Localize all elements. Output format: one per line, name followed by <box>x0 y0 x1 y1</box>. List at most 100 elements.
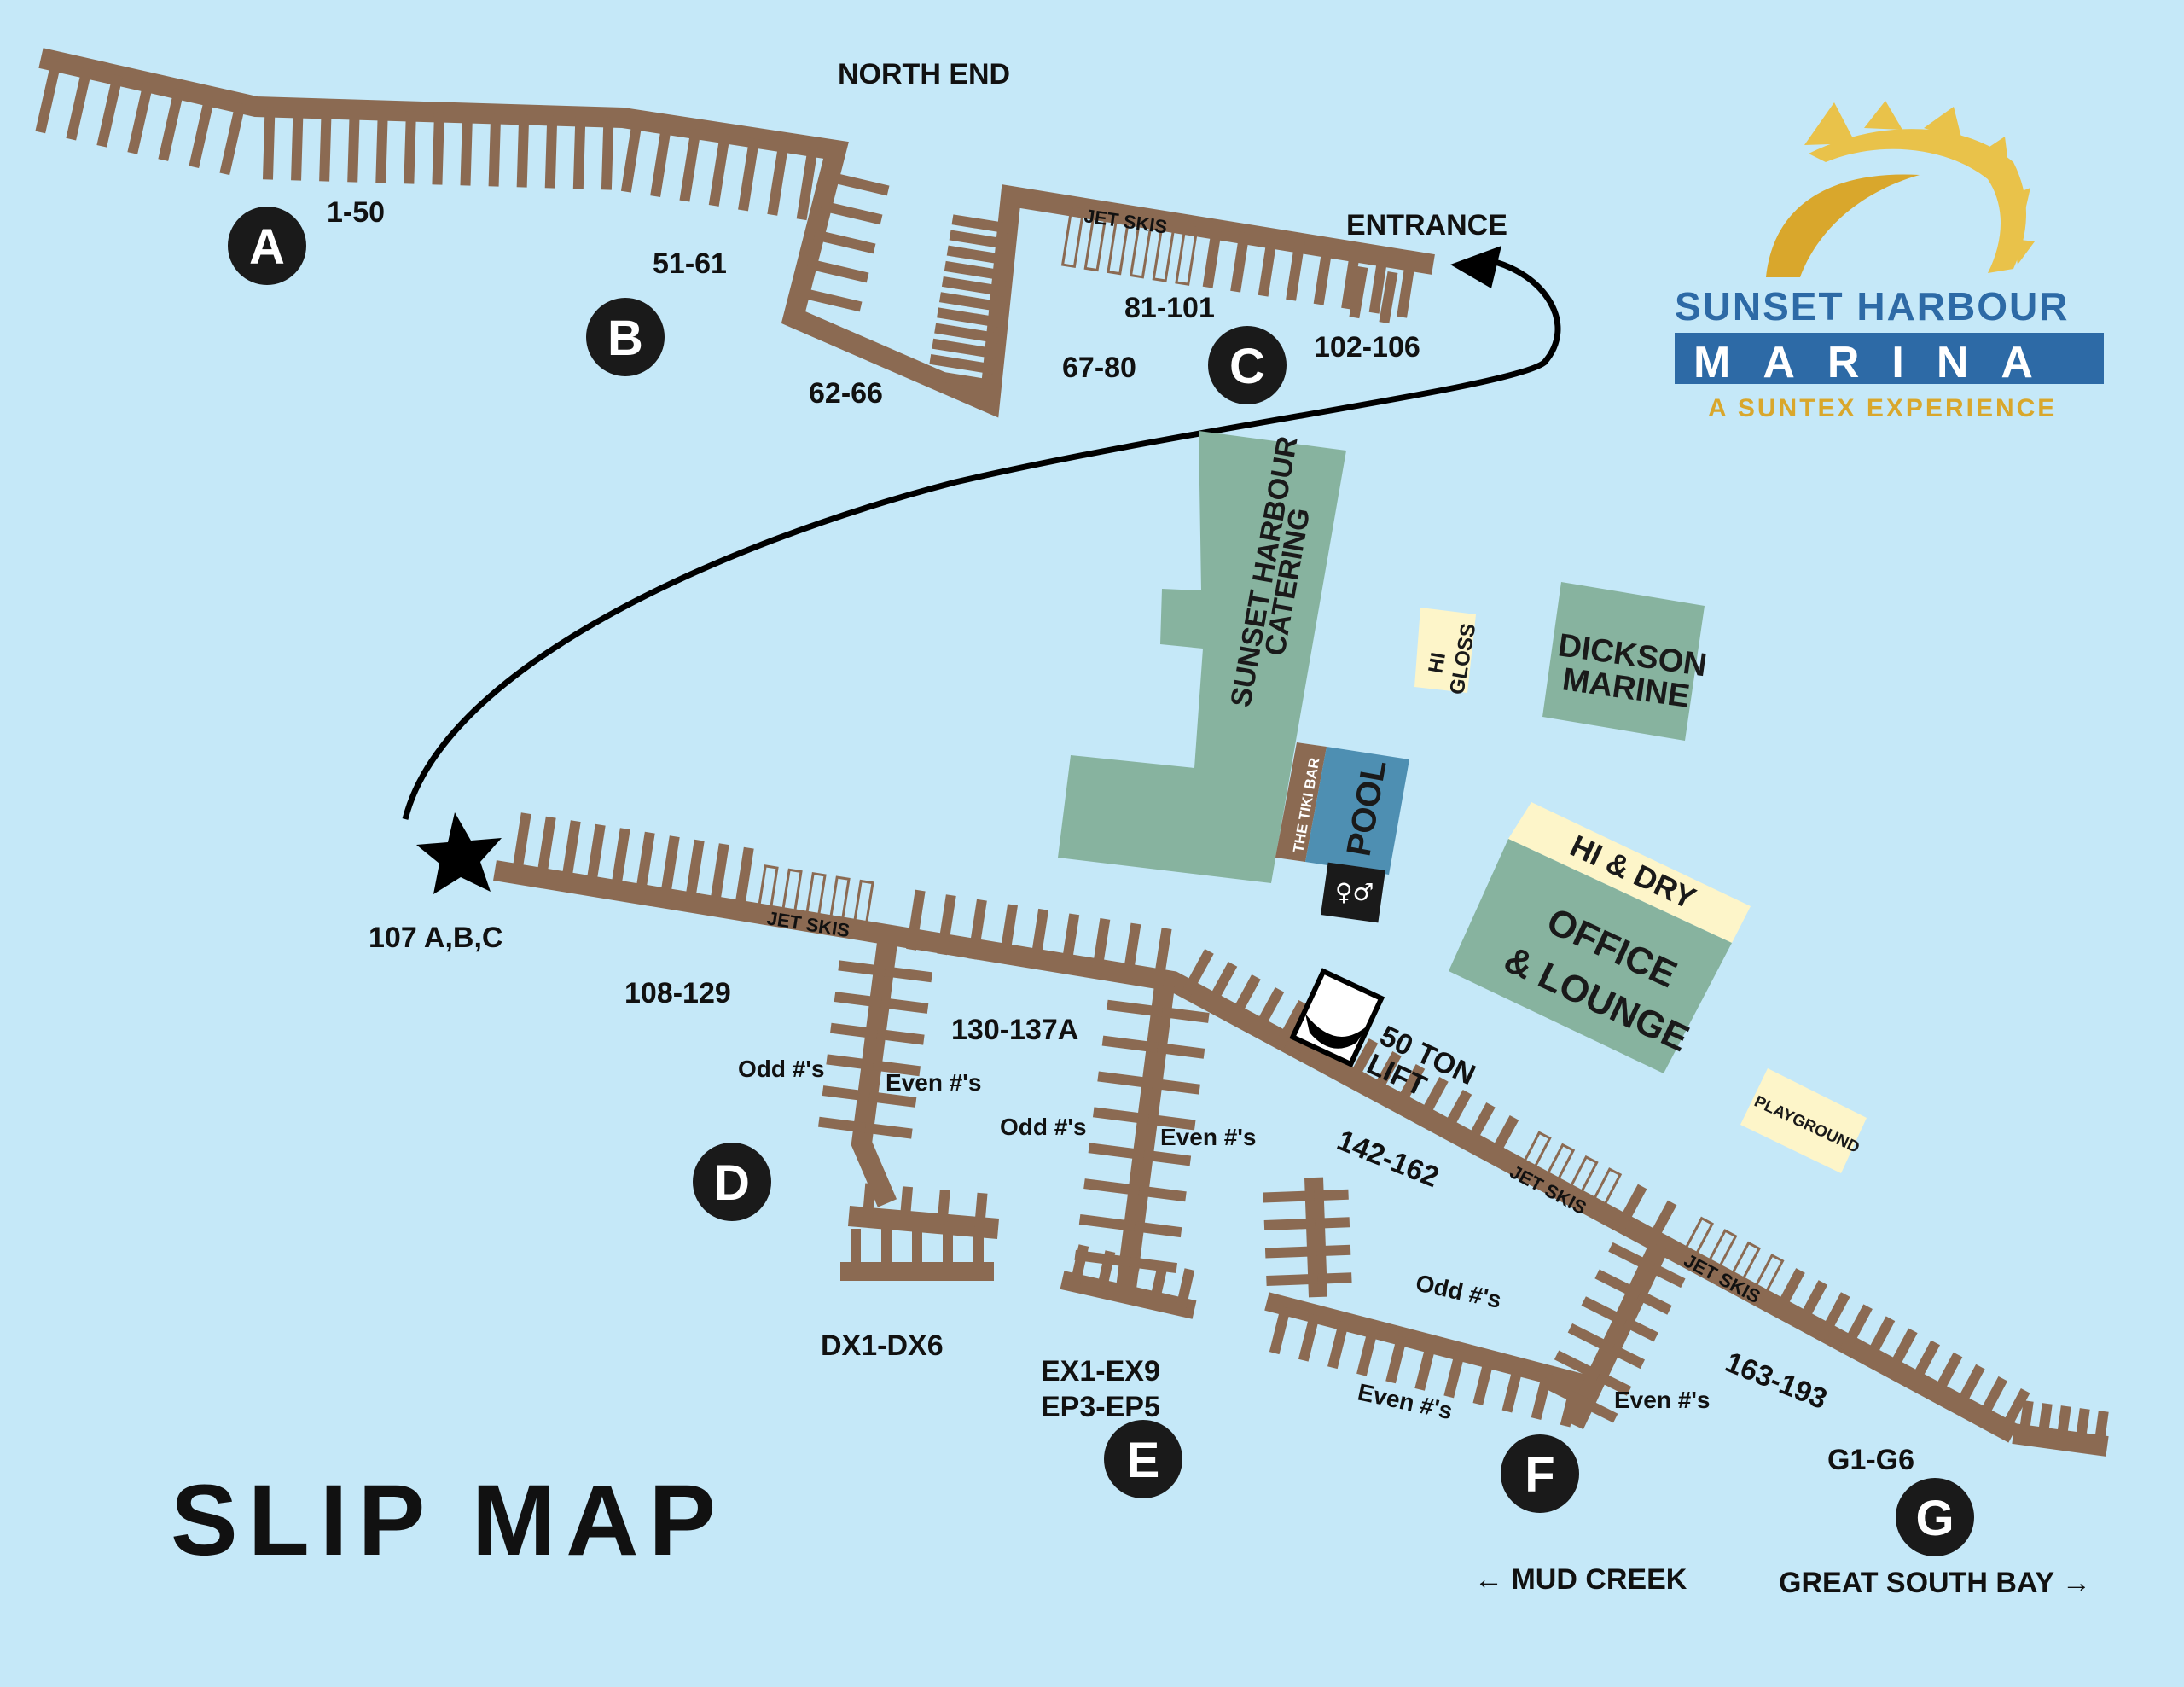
slip-finger-f <box>1472 1357 1495 1405</box>
slip-finger-ex <box>1176 1268 1195 1308</box>
slips-130-137a: 130-137A <box>951 1014 1078 1046</box>
dock-letter-g: G <box>1915 1491 1954 1546</box>
dock-letter-c: C <box>1229 339 1265 394</box>
slip-finger-f <box>1596 1371 1632 1396</box>
svg-text:♀♂: ♀♂ <box>1335 878 1374 906</box>
logo-marina-text: MARINA <box>1693 338 2065 387</box>
odd-label-e: Odd #'s <box>1000 1114 1087 1140</box>
dock-marker-c[interactable]: C <box>1208 326 1287 404</box>
dock-marker-d[interactable]: D <box>693 1143 771 1221</box>
jet-ski-slot <box>803 871 827 932</box>
slip-finger-c <box>1202 227 1223 288</box>
slip-finger-b <box>799 288 863 312</box>
slip-finger-c <box>929 353 995 375</box>
slip-finger-dx <box>937 1190 950 1225</box>
slip-finger-a <box>404 111 416 184</box>
even-label-d: Even #'s <box>886 1069 982 1096</box>
dock-marker-e[interactable]: E <box>1104 1420 1182 1498</box>
slip-finger-f <box>1314 1189 1349 1201</box>
slip-finger-d <box>733 846 754 916</box>
slip-finger-c <box>1230 231 1250 293</box>
jet-ski-slot <box>1723 1241 1762 1294</box>
slips-107: 107 A,B,C <box>369 922 502 954</box>
slip-finger-d <box>1090 918 1111 980</box>
slip-finger-f <box>1391 1063 1426 1114</box>
star-marker-icon <box>416 812 502 894</box>
slip-finger-d <box>510 812 531 882</box>
slip-finger-e <box>1088 1143 1145 1161</box>
dock-f-structure <box>1263 1177 1686 1430</box>
slip-finger-f <box>1250 986 1285 1038</box>
slip-finger-a <box>544 115 558 189</box>
slip-finger-e <box>1157 1042 1205 1059</box>
slip-finger-f <box>1502 1364 1524 1413</box>
slip-finger-f <box>1327 1320 1350 1370</box>
slip-finger-g <box>1795 1280 1828 1329</box>
slips-62-66: 62-66 <box>809 377 883 410</box>
slip-finger-b <box>820 201 883 225</box>
slip-finger-c <box>944 260 1009 282</box>
slip-finger-d <box>868 1091 917 1108</box>
slip-finger-f <box>1583 1398 1618 1423</box>
slip-finger-a <box>291 108 304 181</box>
slip-finger-g <box>2093 1411 2109 1455</box>
jet-ski-slot <box>1175 222 1199 286</box>
slip-finger-e <box>1161 1006 1210 1023</box>
slip-finger-g <box>1908 1340 1940 1389</box>
dock-marker-g[interactable]: G <box>1896 1478 1974 1556</box>
slip-finger-a <box>96 74 123 148</box>
jet-ski-slot <box>755 864 779 925</box>
office-lounge-building: HI & DRY OFFICE & LOUNGE <box>1449 802 1751 1073</box>
logo-subtitle-text: A SUNTEX EXPERIENCE <box>1708 394 2057 422</box>
slip-finger-a <box>219 102 246 176</box>
slip-finger-e <box>1134 1221 1182 1238</box>
dickson-marine-building: DICKSON MARINE <box>1542 582 1709 741</box>
slips-102-106: 102-106 <box>1314 331 1420 364</box>
slip-finger-a <box>375 110 388 183</box>
even-label-e: Even #'s <box>1160 1124 1257 1150</box>
jet-ski-slot <box>851 879 874 939</box>
slip-finger-f <box>1594 1269 1641 1300</box>
slip-finger-f <box>1609 1344 1646 1370</box>
slip-finger-c <box>941 276 1007 297</box>
slip-finger-f <box>1650 1263 1686 1289</box>
slip-finger-c <box>926 369 992 390</box>
slip-finger-g <box>1952 1364 1985 1413</box>
dock-marker-b[interactable]: B <box>586 298 665 376</box>
slip-finger-d <box>838 960 886 977</box>
slip-finger-d <box>880 998 929 1014</box>
slip-finger-c <box>932 338 997 359</box>
dock-marker-a[interactable]: A <box>228 207 306 285</box>
slip-finger-f <box>1484 1114 1519 1166</box>
slip-finger-f <box>1317 1272 1352 1284</box>
slip-finger-g <box>2055 1405 2071 1450</box>
slip-finger-ex <box>1149 1262 1169 1302</box>
jet-ski-slot <box>1129 214 1153 279</box>
jet-ski-slot <box>1514 1131 1552 1184</box>
slip-finger-c <box>937 307 1002 329</box>
pool: POOL <box>1305 747 1409 875</box>
slip-finger-f <box>1581 1296 1629 1327</box>
jet-ski-slot <box>827 875 851 936</box>
dock-a-structure <box>35 48 1435 418</box>
slip-finger-d <box>864 1122 913 1139</box>
slip-finger-a <box>572 116 586 189</box>
slip-finger-f <box>1636 1290 1672 1315</box>
slip-finger-c <box>949 230 1014 251</box>
slip-finger-f <box>1274 999 1308 1050</box>
slips-dx1-dx6: DX1-DX6 <box>821 1329 944 1362</box>
slip-finger-f <box>1567 1323 1615 1354</box>
dock-d-structure <box>818 941 1000 1281</box>
slip-finger-f <box>1560 1379 1582 1428</box>
slip-finger-f <box>1644 1200 1677 1249</box>
slip-finger-c <box>1286 240 1305 301</box>
slip-finger-f <box>1315 1217 1350 1229</box>
slip-finger-d <box>998 904 1018 965</box>
slip-finger-d <box>822 1085 870 1102</box>
slip-finger-f <box>1541 1377 1588 1408</box>
slip-finger-b <box>813 230 876 254</box>
slip-finger-g <box>2018 1400 2034 1445</box>
dock-marker-f[interactable]: F <box>1501 1434 1579 1513</box>
slip-finger-a <box>738 137 760 212</box>
route-arrowhead-icon <box>1450 246 1502 288</box>
